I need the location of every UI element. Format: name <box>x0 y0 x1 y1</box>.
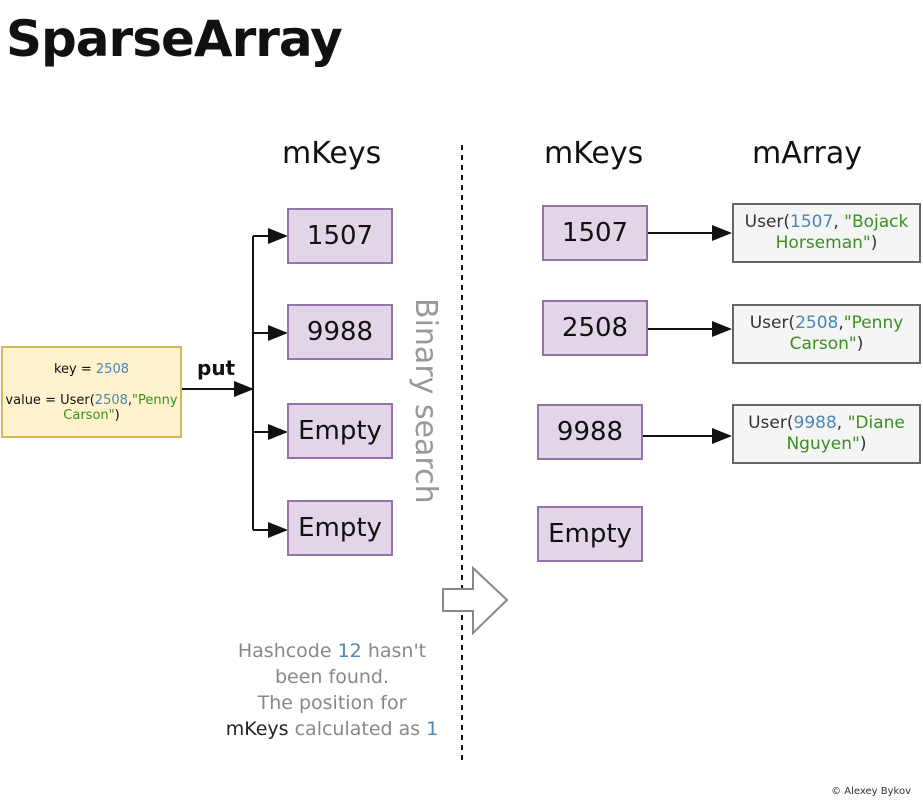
note-pos: 1 <box>426 718 439 740</box>
user-str: "Bojack <box>844 212 909 232</box>
input-box: key = 2508 value = User(2508,"Penny Cars… <box>1 346 182 438</box>
note-line-2: been found. <box>274 666 390 688</box>
note-line-4: mKeys calculated as 1 <box>212 716 452 742</box>
page-title: SparseArray <box>6 10 343 68</box>
explanation-note: Hashcode 12 hasn't been found. The posit… <box>212 638 452 742</box>
right-key-label: 1507 <box>561 218 629 248</box>
left-mkeys-heading: mKeys <box>282 136 382 171</box>
user-line-1: User(1507, "Bojack <box>745 212 909 233</box>
note-text: calculated as <box>288 718 427 740</box>
value-str-1: "Penny <box>132 392 178 408</box>
value-close: ) <box>114 407 120 423</box>
value-label: value = User( <box>5 392 95 408</box>
user-str: Carson" <box>789 334 857 354</box>
right-key-label: Empty <box>548 519 632 549</box>
value-str-2: Carson" <box>63 407 115 423</box>
copyright-text: © Alexey Bykov <box>831 786 911 797</box>
user-str: Horseman" <box>775 233 871 253</box>
right-key-box-4: Empty <box>537 506 643 562</box>
user-box-3: User(9988, "Diane Nguyen") <box>732 404 921 464</box>
note-line-1: Hashcode 12 hasn't <box>212 638 452 664</box>
user-close: ) <box>870 233 878 253</box>
note-mkeys: mKeys <box>225 718 289 740</box>
right-key-box-2: 2508 <box>542 300 648 356</box>
left-key-label: 1507 <box>306 221 374 251</box>
user-prefix: User( <box>749 313 796 333</box>
value-comma: , <box>127 392 133 408</box>
transition-arrow <box>442 565 509 636</box>
user-str: Nguyen" <box>786 434 860 454</box>
user-line-2: Carson") <box>790 334 864 355</box>
user-num: 2508 <box>795 313 839 333</box>
user-box-1: User(1507, "Bojack Horseman") <box>732 203 921 263</box>
right-key-box-1: 1507 <box>542 205 648 261</box>
user-line-1: User(9988, "Diane <box>748 413 905 434</box>
put-label: put <box>197 356 236 380</box>
key-value: 2508 <box>95 361 129 377</box>
note-hash: 12 <box>337 640 362 662</box>
left-key-label: 9988 <box>306 317 374 347</box>
key-label: key = <box>53 361 96 377</box>
user-line-1: User(2508,"Penny <box>750 313 904 334</box>
input-value-row-2: Carson") <box>63 408 119 423</box>
user-sep: , <box>838 313 844 333</box>
left-key-box-4: Empty <box>287 500 393 556</box>
user-sep: , <box>836 413 848 433</box>
user-num: 1507 <box>790 212 834 232</box>
value-num: 2508 <box>94 392 128 408</box>
left-key-box-3: Empty <box>287 403 393 459</box>
right-marray-heading: mArray <box>752 136 863 171</box>
user-box-2: User(2508,"Penny Carson") <box>732 304 921 364</box>
right-key-box-3: 9988 <box>537 404 643 460</box>
left-key-label: Empty <box>298 416 382 446</box>
left-key-box-2: 9988 <box>287 304 393 360</box>
user-prefix: User( <box>748 413 794 433</box>
user-num: 9988 <box>793 413 837 433</box>
user-str: "Penny <box>843 313 904 333</box>
right-key-label: 2508 <box>561 313 629 343</box>
user-close: ) <box>859 434 867 454</box>
binary-search-label: Binary search <box>408 298 443 504</box>
note-text: Hashcode <box>237 640 338 662</box>
user-prefix: User( <box>744 212 791 232</box>
left-key-label: Empty <box>298 513 382 543</box>
input-value-row: value = User(2508,"Penny <box>5 393 177 408</box>
note-text: hasn't <box>361 640 427 662</box>
user-close: ) <box>856 334 864 354</box>
right-mkeys-heading: mKeys <box>544 136 644 171</box>
user-sep: , <box>833 212 845 232</box>
input-key-row: key = 2508 <box>54 362 129 377</box>
user-line-2: Nguyen") <box>786 434 866 455</box>
user-str: "Diane <box>847 413 905 433</box>
user-line-2: Horseman") <box>776 233 878 254</box>
right-key-label: 9988 <box>556 417 624 447</box>
left-key-box-1: 1507 <box>287 208 393 264</box>
note-line-3: The position for <box>257 692 407 714</box>
